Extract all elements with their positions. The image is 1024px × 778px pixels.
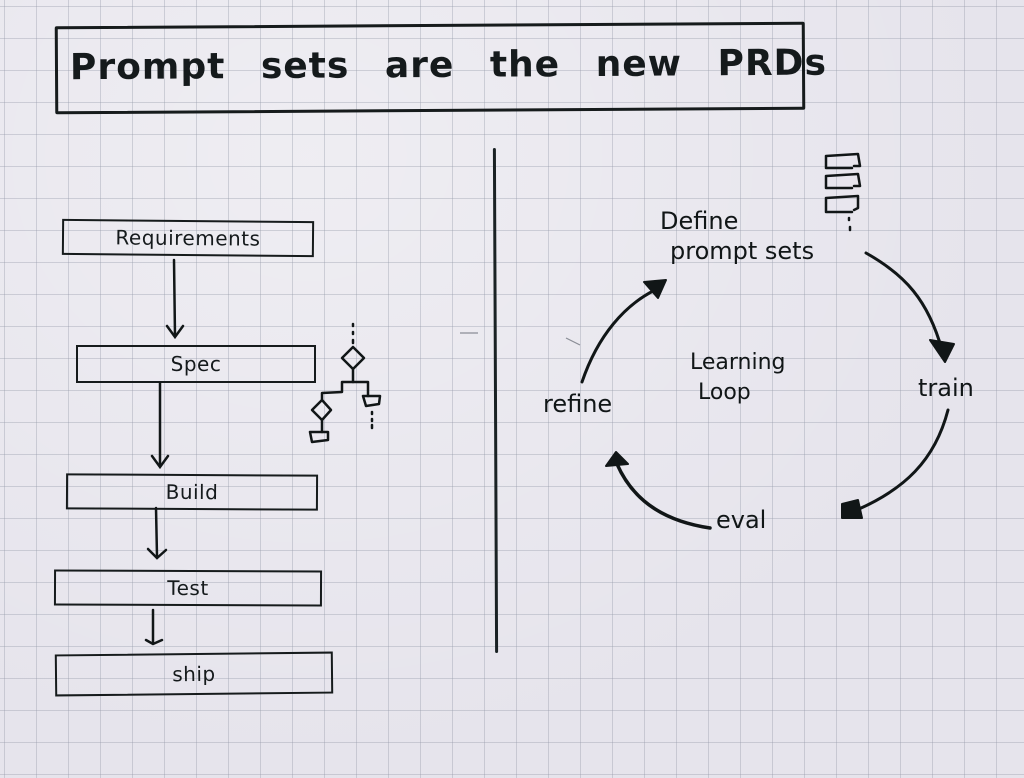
center-label-line1: Learning bbox=[690, 350, 786, 375]
flow-arrow-requirements-spec bbox=[165, 258, 185, 340]
flow-arrow-spec-build bbox=[150, 381, 170, 470]
stacked-cards-icon bbox=[824, 152, 862, 232]
node-define-prompt-sets: Define prompt sets bbox=[660, 206, 814, 266]
step-spec: Spec bbox=[76, 345, 316, 383]
loop-arrow-define-to-train bbox=[864, 251, 955, 363]
node-eval: eval bbox=[716, 506, 767, 534]
loop-center-label: Learning Loop bbox=[690, 348, 786, 408]
pencil-mark bbox=[565, 337, 581, 346]
loop-arrow-refine-to-define bbox=[580, 279, 667, 384]
node-train: train bbox=[918, 374, 974, 402]
node-label-line2: prompt sets bbox=[670, 237, 815, 265]
center-label-line2: Loop bbox=[698, 380, 751, 405]
node-refine: refine bbox=[543, 390, 613, 418]
flow-arrow-build-test bbox=[146, 506, 168, 560]
flowchart-doodle-icon bbox=[308, 322, 382, 444]
node-label-line1: Define bbox=[660, 207, 739, 235]
step-label: Spec bbox=[170, 352, 222, 376]
loop-arrow-eval-to-refine bbox=[605, 451, 712, 530]
flow-arrow-test-ship bbox=[144, 608, 164, 646]
loop-arrow-train-to-eval bbox=[841, 408, 950, 519]
